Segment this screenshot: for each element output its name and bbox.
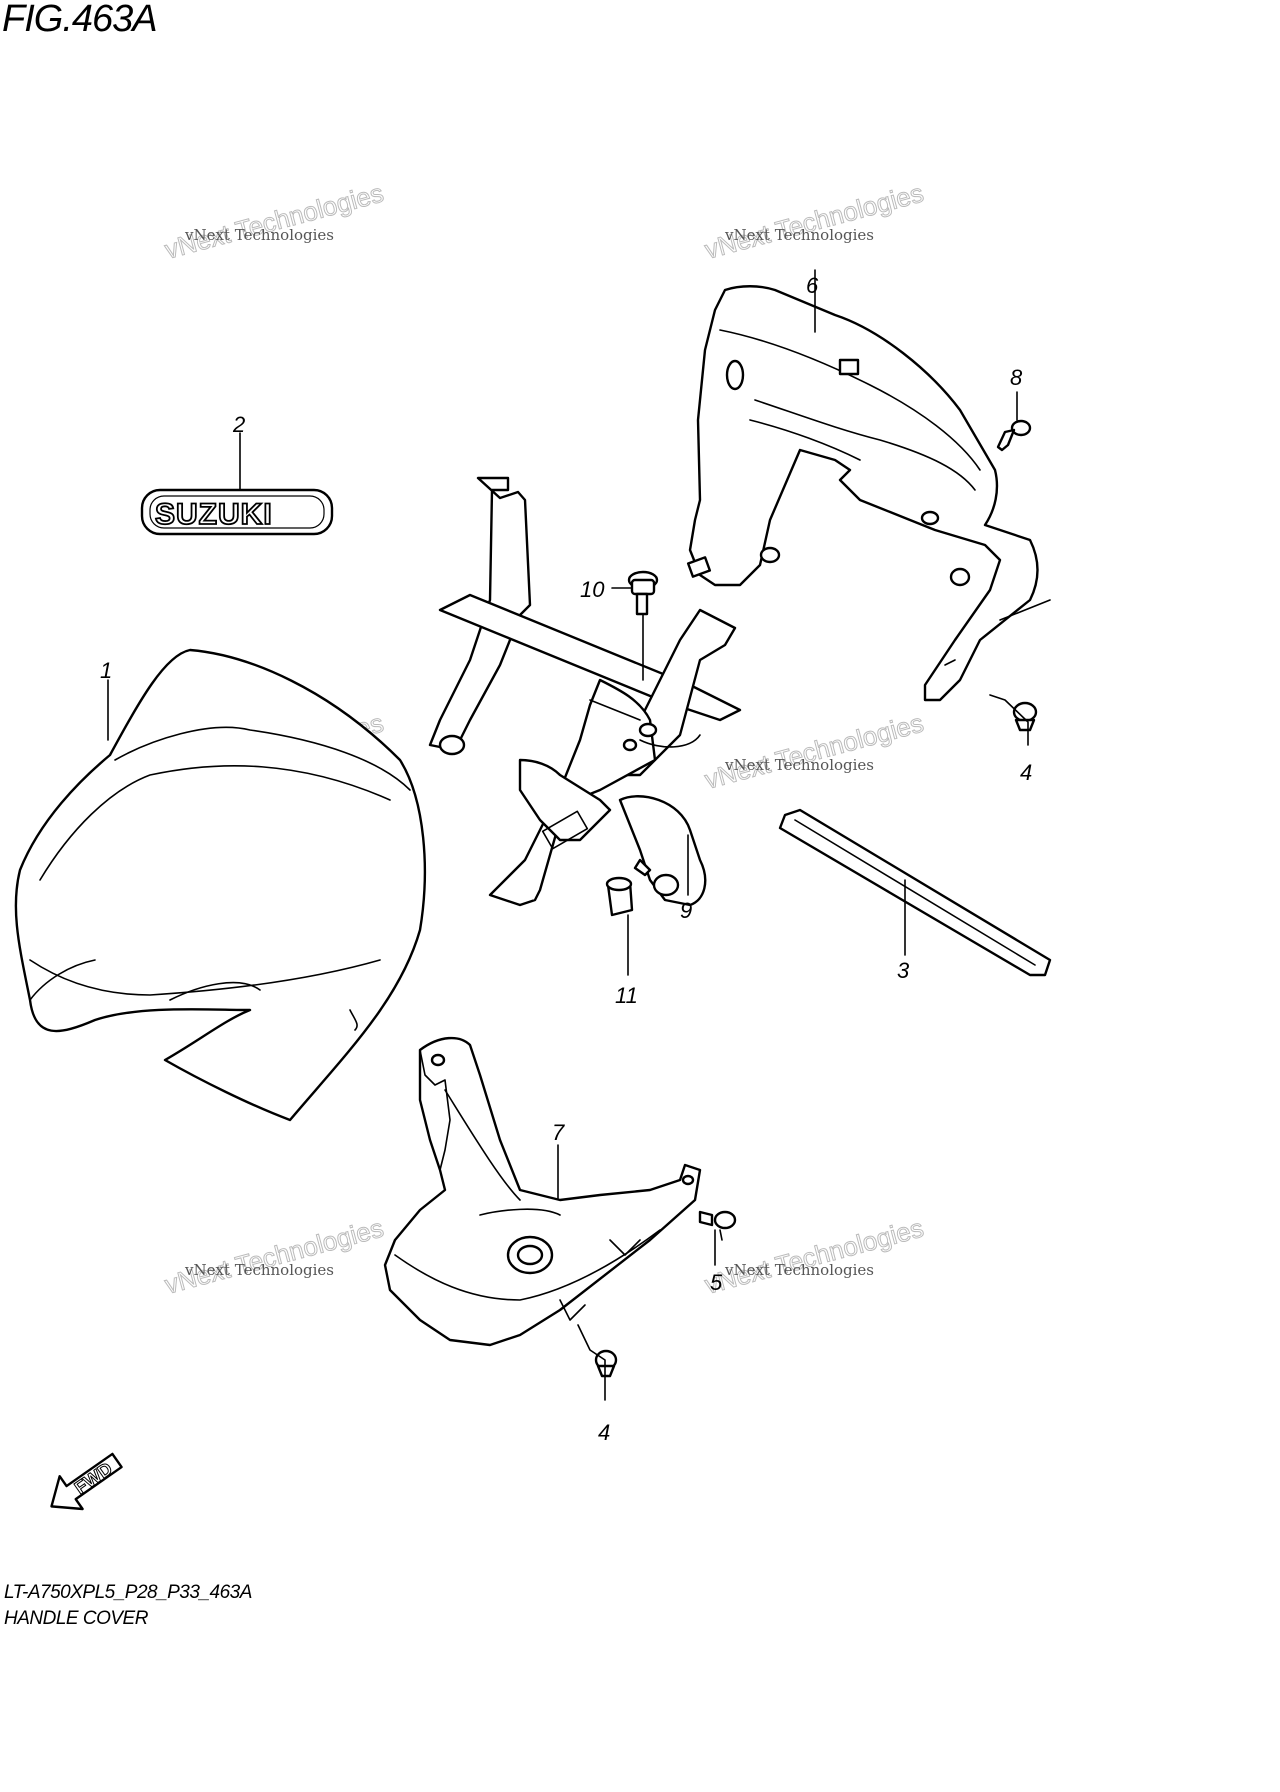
part-3-seal [778,808,1052,977]
ref-11: 11 [615,983,638,1008]
svg-text:SUZUKI: SUZUKI [155,498,273,531]
ref-3: 3 [897,958,910,983]
part-9-bracket [428,476,742,907]
part-7-lower-cover [383,1036,702,1347]
part-10-bolt [627,570,659,616]
reference-numbers: 1 2 3 4 4 5 6 7 8 9 10 11 [100,273,1032,1445]
svg-text:vNext Technologies: vNext Technologies [162,1213,387,1300]
svg-text:vNext Technologies: vNext Technologies [184,226,334,244]
part-2-emblem: SUZUKI [140,488,334,536]
svg-text:vNext Technologies: vNext Technologies [702,178,927,265]
svg-text:vNext Technologies: vNext Technologies [724,1261,874,1279]
fwd-arrow-icon: FWD [50,1452,123,1511]
ref-8: 8 [1010,365,1023,390]
ref-4a: 4 [1020,760,1032,785]
ref-7: 7 [552,1120,565,1145]
svg-text:vNext Technologies: vNext Technologies [702,1213,927,1300]
part-5-rivet [698,1210,737,1241]
part-6-upper-cover [686,285,1051,702]
svg-text:vNext Technologies: vNext Technologies [162,178,387,265]
part-4-clip-lower [594,1349,618,1378]
ref-4b: 4 [598,1420,610,1445]
part-11-collar [605,876,634,917]
ref-1: 1 [100,658,112,683]
part-1-front-cover [14,648,426,1122]
ref-6: 6 [806,273,819,298]
ref-10: 10 [580,577,605,602]
svg-text:vNext Technologies: vNext Technologies [184,1261,334,1279]
ref-9: 9 [680,898,692,923]
figure-caption: HANDLE COVER [4,1608,148,1629]
svg-text:vNext Technologies: vNext Technologies [724,756,874,774]
svg-text:vNext Technologies: vNext Technologies [724,226,874,244]
svg-text:vNext Technologies: vNext Technologies [702,708,927,795]
ref-5: 5 [710,1270,723,1295]
ref-2: 2 [232,412,245,437]
model-code: LT-A750XPL5_P28_P33_463A [4,1582,252,1603]
part-8-screw [996,419,1032,452]
figure-title: FIG.463A [2,0,158,40]
part-4-clip-upper [1012,701,1038,732]
